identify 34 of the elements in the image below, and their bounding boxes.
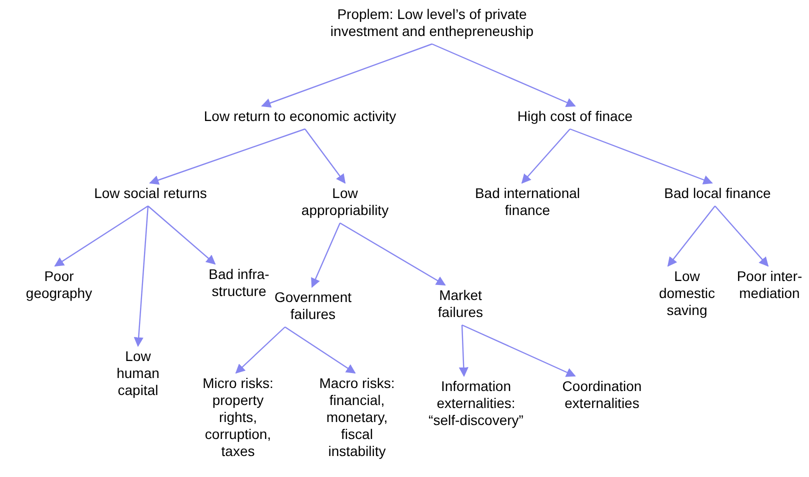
arrow xyxy=(261,43,432,108)
arrow xyxy=(304,128,346,184)
arrow xyxy=(570,128,713,184)
node-label: Poor geography xyxy=(18,268,100,302)
node-label: Micro risks: property rights, corruption, taxes xyxy=(196,375,280,460)
arrow xyxy=(148,206,216,265)
node-label: Bad international finance xyxy=(455,185,600,219)
arrow xyxy=(134,206,149,347)
arrow xyxy=(54,206,148,267)
node-label: High cost of finace xyxy=(500,108,650,125)
arrow xyxy=(462,324,576,377)
node-label: Market failures xyxy=(423,287,498,321)
node-label: Proplem: Low level’s of private investment and enthepreneuship xyxy=(312,6,552,40)
node-label: Government failures xyxy=(268,289,358,323)
arrow xyxy=(311,222,341,288)
node-label: Poor inter-mediation xyxy=(730,268,809,302)
node-label: Bad local finance xyxy=(650,185,785,202)
node-label: Low return to economic activity xyxy=(180,108,420,125)
arrow xyxy=(235,326,286,374)
node-label: Low appropriability xyxy=(290,185,400,219)
arrow xyxy=(667,206,716,267)
arrow xyxy=(340,222,446,286)
arrow xyxy=(714,206,769,267)
arrow xyxy=(284,326,356,374)
node-label: Low human capital xyxy=(104,348,172,399)
arrow xyxy=(458,324,468,377)
arrow xyxy=(432,43,576,107)
node-label: Macro risks: financial, monetary, fiscal instability xyxy=(318,375,396,460)
node-label: Low social returns xyxy=(78,185,223,202)
node-label: Low domestic saving xyxy=(646,268,728,319)
node-label: Coordination externalities xyxy=(546,378,658,412)
arrow xyxy=(149,128,306,185)
node-label: Information externalities: “self-discovery” xyxy=(420,378,532,429)
arrow xyxy=(521,128,570,184)
